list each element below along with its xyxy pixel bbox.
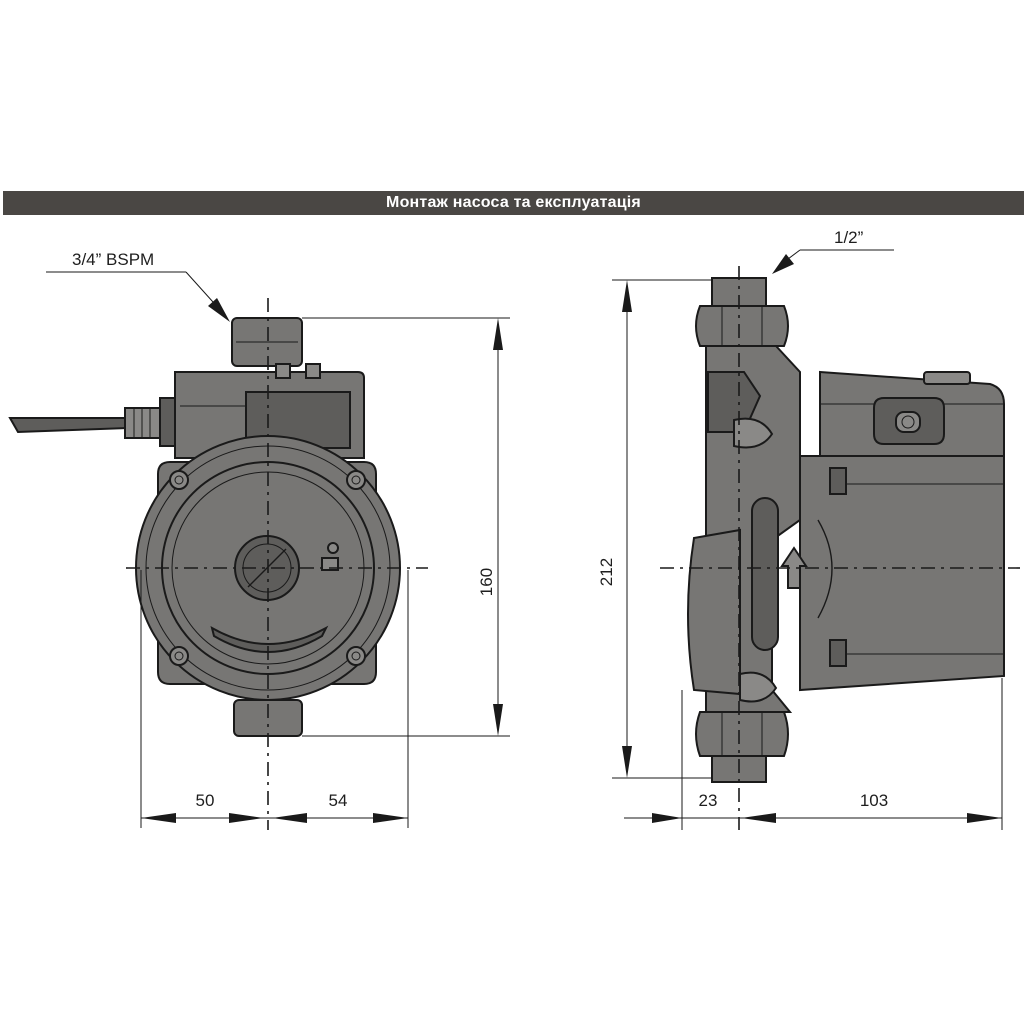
bottom-union-nut (695, 711, 789, 757)
flow-direction-arrow (780, 546, 808, 589)
rotation-arc (210, 625, 329, 653)
indicator-mark (321, 557, 339, 571)
inlet-thread-label: 3/4” BSPM (72, 250, 154, 269)
motor-stator (799, 455, 1005, 692)
page-title: Монтаж насоса та експлуатація (386, 194, 641, 211)
side-right-width-label: 103 (860, 791, 888, 810)
flange-screws (169, 470, 366, 666)
side-left-width-label: 23 (699, 791, 718, 810)
casting-port (707, 371, 762, 433)
side-height-label: 212 (597, 558, 616, 586)
front-height-label: 160 (477, 568, 496, 596)
motor-clip (829, 467, 847, 495)
terminal-screw (305, 363, 321, 379)
side-dimensions (612, 249, 1003, 830)
front-right-width-label: 54 (329, 791, 348, 810)
terminal-screw (275, 363, 291, 379)
cable-gland (124, 407, 164, 439)
pump-front-view (8, 298, 428, 830)
flange-rib (751, 497, 779, 651)
front-left-width-label: 50 (196, 791, 215, 810)
power-cable (8, 417, 129, 434)
motor-clip (829, 639, 847, 667)
gland-nut (159, 397, 177, 447)
pump-side-view (660, 266, 1020, 830)
front-dimensions (46, 271, 510, 828)
connection-thread-label: 1/2” (834, 228, 864, 247)
volute (687, 528, 741, 696)
top-union-nut (695, 305, 789, 347)
title-banner: Монтаж насоса та експлуатація (3, 191, 1024, 215)
